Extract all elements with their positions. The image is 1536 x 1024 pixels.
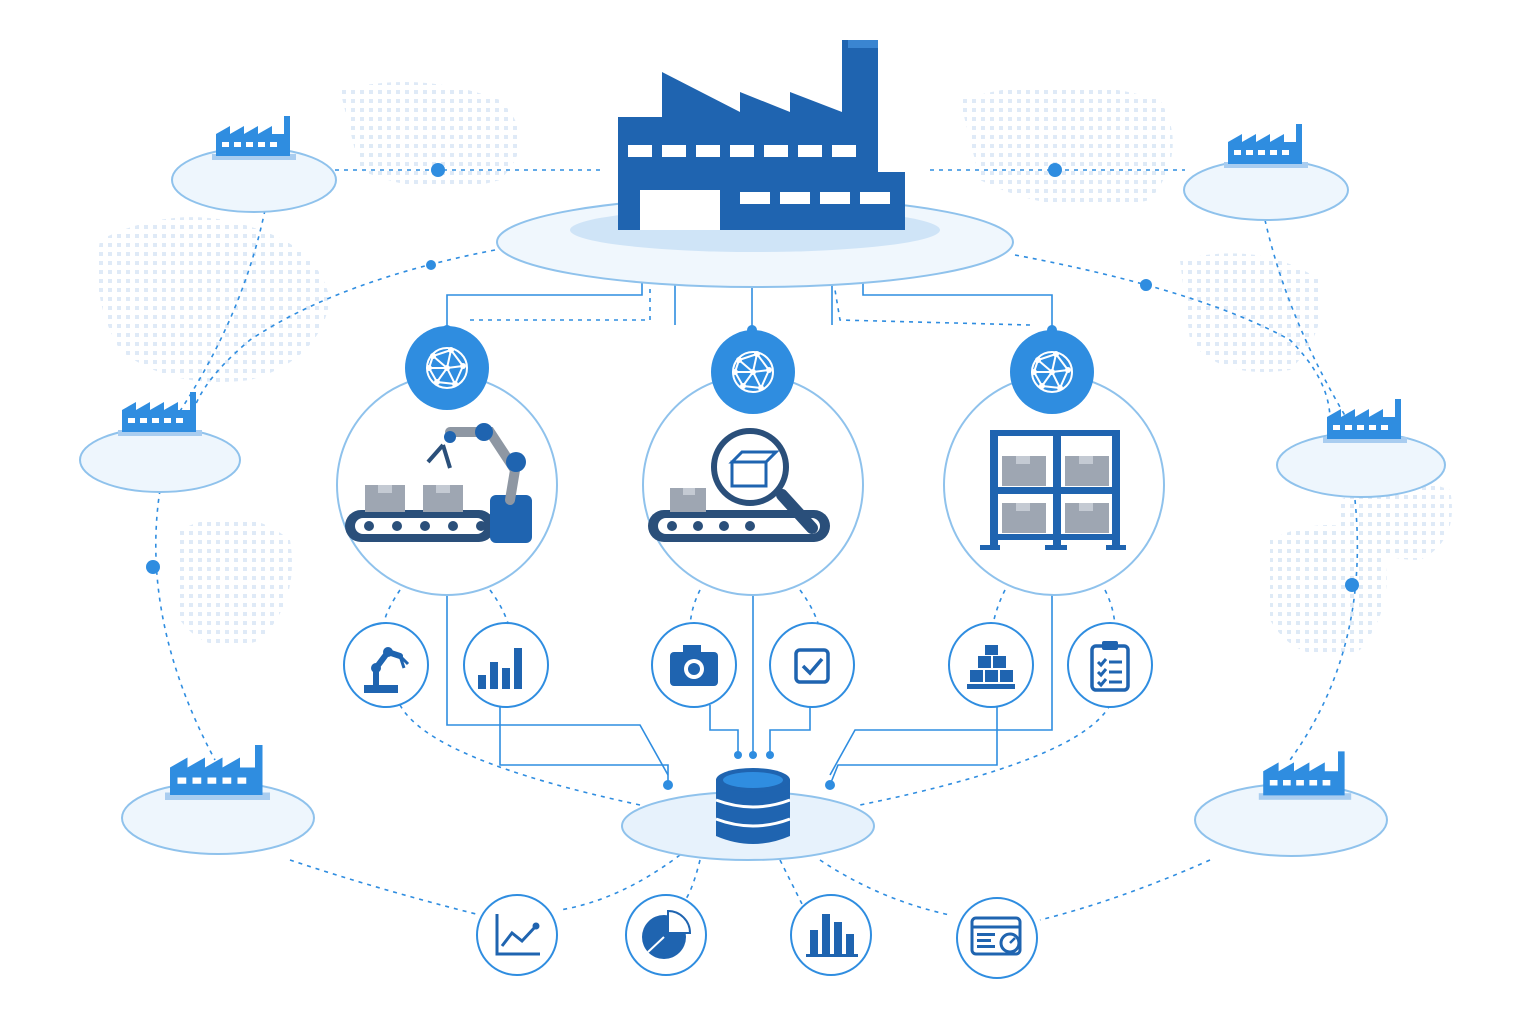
bar-chart-icon bbox=[806, 914, 858, 957]
clipboard-checklist-icon bbox=[1090, 641, 1130, 692]
process-node-inspection bbox=[642, 330, 864, 596]
database-icon bbox=[715, 768, 791, 844]
analytics-pie-chart bbox=[625, 894, 707, 976]
process-node-warehouse bbox=[943, 330, 1165, 596]
camera-icon bbox=[670, 645, 718, 686]
satellite-factory-top-left bbox=[171, 116, 337, 213]
quality-inspection-icon bbox=[648, 428, 830, 542]
factory-icon bbox=[212, 116, 296, 160]
robotic-arm-conveyor-icon bbox=[345, 423, 532, 543]
pie-chart-icon bbox=[642, 909, 692, 959]
stacked-boxes-icon bbox=[967, 645, 1015, 689]
analytics-bar-chart bbox=[790, 894, 872, 976]
satellite-factory-top-right bbox=[1183, 124, 1349, 221]
bar-chart-icon bbox=[478, 648, 522, 689]
factory-icon bbox=[1323, 399, 1407, 443]
factory-icon bbox=[618, 40, 905, 230]
process-node-assembly bbox=[336, 326, 558, 596]
satellite-factory-bottom-left bbox=[121, 745, 315, 855]
factory-icon bbox=[1258, 751, 1352, 800]
satellite-factory-mid-right bbox=[1276, 399, 1446, 498]
factory-icon bbox=[118, 392, 202, 436]
sub-icon-robot-arm bbox=[343, 622, 429, 708]
sub-icon-bar-chart bbox=[463, 622, 549, 708]
satellite-factory-bottom-right bbox=[1194, 751, 1388, 857]
sub-icon-stacked-boxes bbox=[948, 622, 1034, 708]
warehouse-rack-icon bbox=[980, 430, 1126, 550]
factory-icon bbox=[1224, 124, 1308, 168]
world-map-background bbox=[97, 82, 1452, 656]
data-hub bbox=[621, 768, 875, 861]
central-factory-hub bbox=[496, 40, 1014, 288]
sub-icon-clipboard bbox=[1067, 622, 1153, 708]
analytics-dashboard bbox=[956, 897, 1038, 979]
factory-icon bbox=[165, 745, 270, 800]
sub-icon-camera bbox=[651, 622, 737, 708]
checkbox-icon bbox=[794, 648, 830, 684]
satellite-factory-mid-left bbox=[79, 392, 241, 493]
line-chart-icon bbox=[495, 914, 540, 956]
robot-arm-icon bbox=[364, 647, 410, 693]
dashboard-gauge-icon bbox=[970, 916, 1022, 956]
analytics-line-chart bbox=[476, 894, 558, 976]
sub-icon-checkbox bbox=[769, 622, 855, 708]
